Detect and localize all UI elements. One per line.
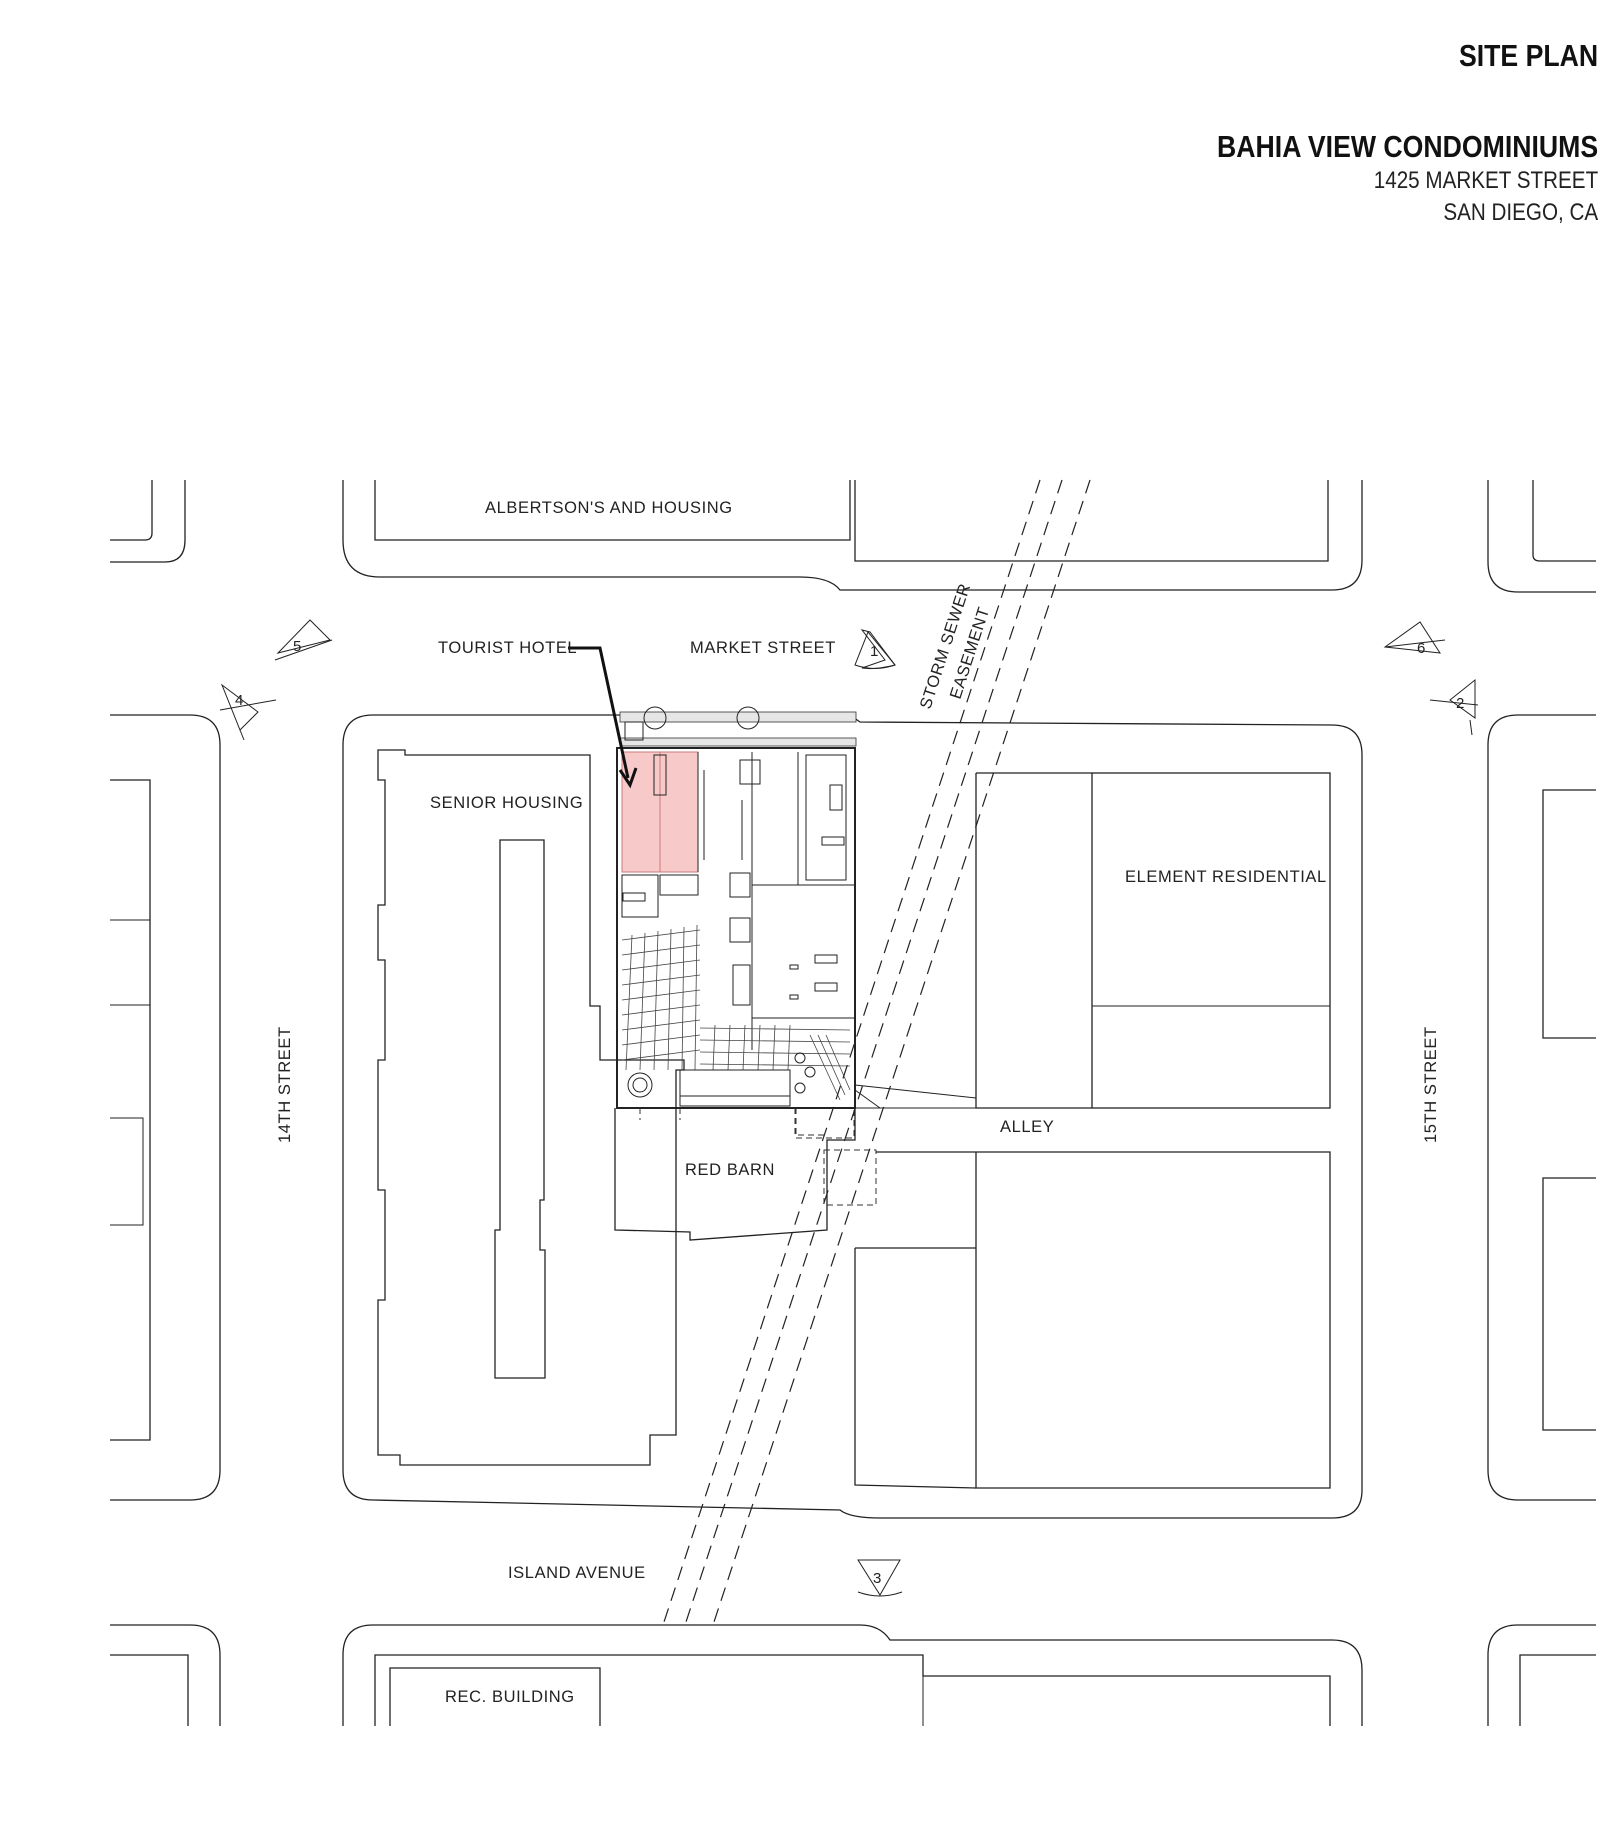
view-markers[interactable]: 5 4 1 6 2 3 [219,619,1479,1597]
svg-text:6: 6 [1417,640,1425,657]
svg-text:5: 5 [293,638,301,655]
red-barn-label: RED BARN [685,1161,775,1179]
element-residential-label: ELEMENT RESIDENTIAL [1125,868,1327,886]
rec-building-label: REC. BUILDING [445,1688,575,1706]
tourist-hotel-label: TOURIST HOTEL [438,639,577,657]
rec-building [389,1667,601,1726]
senior-housing-building [377,749,685,1466]
bottom-blocks [110,1624,1596,1726]
alley-label: ALLEY [1000,1118,1054,1136]
tourist-hotel-leader [568,646,630,779]
market-street-label: MARKET STREET [690,639,836,657]
svg-text:1: 1 [870,643,878,660]
view-marker-6[interactable]: 6 [1383,621,1446,657]
fifteenth-street-label: 15TH STREET [1422,1026,1440,1143]
labels: ALBERTSON'S AND HOUSING TOURIST HOTEL MA… [276,499,1440,1706]
project-name: BAHIA VIEW CONDOMINIUMS [1216,129,1598,164]
view-marker-1[interactable]: 1 [854,629,896,670]
view-marker-5[interactable]: 5 [274,619,333,661]
view-marker-4[interactable]: 4 [219,683,277,741]
albertsons-label: ALBERTSON'S AND HOUSING [485,499,733,517]
fourteenth-street-label: 14TH STREET [276,1026,294,1143]
top-blocks [110,480,1596,593]
senior-housing-label: SENIOR HOUSING [430,794,583,812]
address-line-1: 1425 MARKET STREET [1373,167,1598,194]
sheet-title: SITE PLAN [1458,38,1598,73]
plaza-tiles [621,924,851,1107]
title-block: SITE PLAN BAHIA VIEW CONDOMINIUMS 1425 M… [1155,40,1598,227]
svg-text:3: 3 [873,1570,881,1587]
view-marker-3[interactable]: 3 [857,1559,903,1597]
west-block [110,714,221,1501]
storm-sewer-easement [662,479,1091,1626]
unit-icons [622,836,845,1000]
main-block [342,714,1363,1519]
svg-text:4: 4 [235,692,243,709]
view-marker-2[interactable]: 2 [1429,678,1479,736]
red-barn-outline [614,1108,856,1241]
senior-housing-courtyard [494,839,546,1379]
project-building [616,706,857,1136]
island-avenue-label: ISLAND AVENUE [508,1564,646,1582]
svg-text:2: 2 [1456,695,1464,712]
element-residential-building [1091,772,1331,1109]
east-block [1487,714,1596,1501]
address-line-2: SAN DIEGO, CA [1443,199,1598,227]
